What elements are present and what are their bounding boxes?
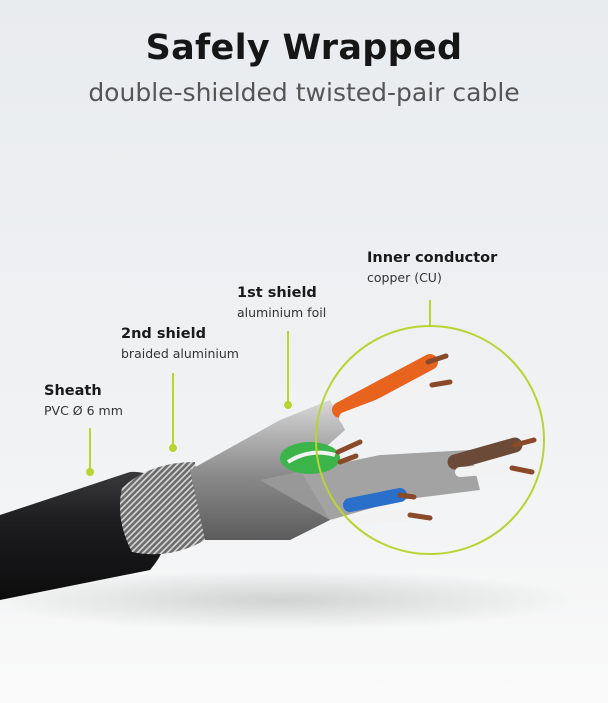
label-2nd-shield: 2nd shield braided aluminium — [121, 325, 239, 363]
label-sheath-title: Sheath — [44, 383, 102, 399]
label-1st-shield-title: 1st shield — [237, 285, 317, 301]
label-sheath-detail: PVC Ø 6 mm — [44, 403, 123, 418]
label-2nd-shield-detail: braided aluminium — [121, 346, 239, 361]
label-2nd-shield-title: 2nd shield — [121, 326, 206, 342]
label-1st-shield-detail: aluminium foil — [237, 305, 327, 320]
orange-wire — [332, 354, 438, 418]
braided-shield — [119, 462, 205, 555]
floor-shadow — [0, 570, 580, 630]
page-subtitle: double-shielded twisted-pair cable — [88, 78, 520, 107]
label-sheath: Sheath PVC Ø 6 mm — [44, 382, 123, 420]
label-inner-conductor-detail: copper (CU) — [367, 270, 442, 285]
green-wire — [280, 442, 340, 474]
inner-conductor-highlight-circle — [315, 325, 545, 555]
brown-wire — [447, 437, 523, 470]
label-inner-conductor-title: Inner conductor — [367, 250, 498, 266]
page-title: Safely Wrapped — [145, 28, 463, 68]
label-1st-shield: 1st shield aluminium foil — [237, 284, 326, 322]
label-inner-conductor: Inner conductor copper (CU) — [367, 249, 497, 287]
blue-wire — [343, 488, 407, 512]
